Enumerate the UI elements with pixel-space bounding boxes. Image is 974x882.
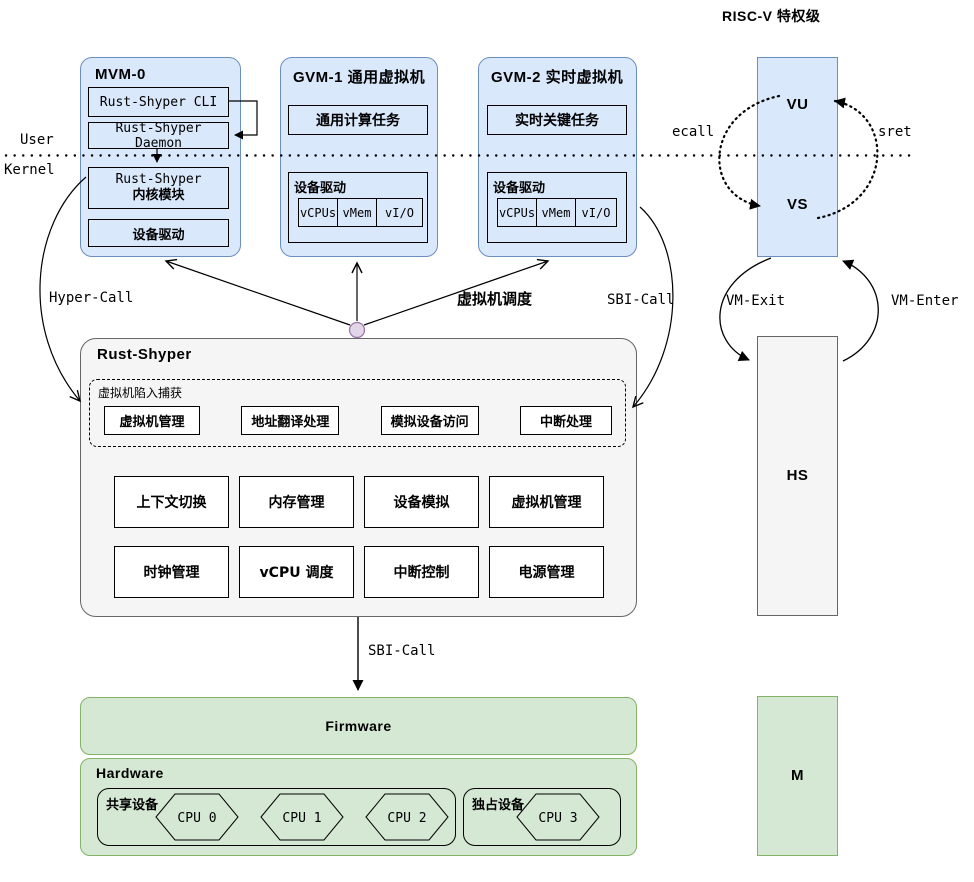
gvm1-vcpus-cell: vCPUs <box>298 198 338 227</box>
trap-capture-title: 虚拟机陷入捕获 <box>98 386 183 400</box>
trap-item-label: 中断处理 <box>539 415 592 430</box>
gvm1-task-label: 通用计算任务 <box>316 113 400 129</box>
mvm0-kernel-line2: 内核模块 <box>132 188 185 203</box>
gvm2-task-label: 实时关键任务 <box>515 113 599 129</box>
sbi-call-right-label: SBI-Call <box>607 292 675 308</box>
cpu1-label: CPU 1 <box>282 811 321 826</box>
cpu2-label: CPU 2 <box>387 811 426 826</box>
trap-item-addr-translate: 地址翻译处理 <box>241 406 340 435</box>
vm-sched-label: 虚拟机调度 <box>457 290 533 308</box>
mvm0-kernel-line1: Rust-Shyper <box>115 171 202 187</box>
mvm0-title: MVM-0 <box>95 66 146 83</box>
module-label: vCPU 调度 <box>259 565 334 581</box>
cpu0-label: CPU 0 <box>177 811 216 826</box>
gvm2-vio-label: vI/O <box>581 205 611 220</box>
gvm2-vcpus-cell: vCPUs <box>497 198 537 227</box>
gvm1-task-box: 通用计算任务 <box>288 105 428 135</box>
gvm1-vio-label: vI/O <box>385 205 414 220</box>
user-label: User <box>20 132 54 148</box>
cpu0-hexagon: CPU 0 <box>155 793 239 841</box>
sched-hub-node <box>348 321 366 339</box>
gvm1-vmem-label: vMem <box>342 205 372 220</box>
module-memory-mgmt: 内存管理 <box>239 476 354 528</box>
trap-item-emu-dev-access: 模拟设备访问 <box>380 406 479 435</box>
sret-label: sret <box>878 124 912 140</box>
hyper-call-label: Hyper-Call <box>49 290 134 306</box>
vu-vs-box: VU VS <box>757 57 838 257</box>
riscv-privilege-title: RISC-V 特权级 <box>722 8 821 24</box>
shared-devices-title: 共享设备 <box>106 798 159 813</box>
vm-enter-arrow <box>842 259 879 362</box>
module-label: 上下文切换 <box>136 495 207 511</box>
gvm2-vcpus-label: vCPUs <box>498 205 536 220</box>
module-device-emu: 设备模拟 <box>364 476 479 528</box>
firmware-label: Firmware <box>325 718 392 734</box>
gvm2-vmem-label: vMem <box>541 205 571 220</box>
vm-enter-label: VM-Enter <box>891 293 959 309</box>
mvm0-driver-label: 设备驱动 <box>132 227 185 243</box>
kernel-label: Kernel <box>4 162 55 178</box>
firmware-box: Firmware <box>80 697 637 755</box>
module-intr-ctrl: 中断控制 <box>364 546 479 598</box>
hardware-title: Hardware <box>96 765 164 781</box>
gvm2-task-box: 实时关键任务 <box>487 105 627 135</box>
module-label: 时钟管理 <box>143 565 200 581</box>
cpu3-label: CPU 3 <box>538 811 577 826</box>
gvm1-vcpus-label: vCPUs <box>299 205 337 220</box>
trap-item-label: 模拟设备访问 <box>390 415 469 430</box>
gvm2-driver-label: 设备驱动 <box>493 181 546 196</box>
hs-box: HS <box>757 336 838 616</box>
vs-label: VS <box>786 196 808 213</box>
mvm0-cli-box: Rust-Shyper CLI <box>88 87 229 117</box>
gvm1-driver-label: 设备驱动 <box>294 181 347 196</box>
sbi-call-down-label: SBI-Call <box>368 643 436 659</box>
module-label: 电源管理 <box>518 565 575 581</box>
hs-label: HS <box>786 467 809 484</box>
trap-item-vm-mgmt: 虚拟机管理 <box>104 406 200 435</box>
module-power-mgmt: 电源管理 <box>489 546 604 598</box>
mvm0-driver-box: 设备驱动 <box>88 219 229 247</box>
module-label: 虚拟机管理 <box>511 495 582 511</box>
trap-capture-box: 虚拟机陷入捕获 虚拟机管理 地址翻译处理 模拟设备访问 中断处理 <box>89 379 626 447</box>
cpu3-hexagon: CPU 3 <box>516 793 600 841</box>
gvm1-vio-cell: vI/O <box>376 198 423 227</box>
module-label: 设备模拟 <box>393 495 450 511</box>
gvm1-title: GVM-1 通用虚拟机 <box>293 69 426 86</box>
gvm1-vmem-cell: vMem <box>337 198 377 227</box>
mvm0-daemon-box: Rust-Shyper Daemon <box>88 120 229 151</box>
vm-exit-label: VM-Exit <box>726 293 786 309</box>
hypervisor-title: Rust-Shyper <box>97 346 192 363</box>
module-grid: 上下文切换 内存管理 设备模拟 虚拟机管理 时钟管理 vCPU 调度 中断控制 … <box>114 476 604 598</box>
module-label: 中断控制 <box>393 565 450 581</box>
trap-item-intr-handle: 中断处理 <box>519 406 612 435</box>
hypervisor-box: Rust-Shyper 虚拟机陷入捕获 虚拟机管理 地址翻译处理 模拟设备访问 … <box>80 338 637 617</box>
exclusive-devices-title: 独占设备 <box>472 798 525 813</box>
m-box: M <box>757 696 838 856</box>
trap-item-label: 虚拟机管理 <box>119 415 185 430</box>
module-vcpu-sched: vCPU 调度 <box>239 546 354 598</box>
trap-item-label: 地址翻译处理 <box>251 415 330 430</box>
vu-label: VU <box>786 96 809 113</box>
mvm0-cli-label: Rust-Shyper CLI <box>99 94 218 110</box>
ecall-label: ecall <box>672 124 715 140</box>
gvm2-vio-cell: vI/O <box>575 198 617 227</box>
module-label: 内存管理 <box>268 495 325 511</box>
sched-to-mvm0-arrow <box>164 258 351 326</box>
mvm0-daemon-label: Rust-Shyper Daemon <box>115 120 202 151</box>
m-label: M <box>791 767 804 784</box>
module-context-switch: 上下文切换 <box>114 476 229 528</box>
module-vm-mgmt: 虚拟机管理 <box>489 476 604 528</box>
trap-row: 虚拟机管理 地址翻译处理 模拟设备访问 中断处理 <box>104 406 612 435</box>
cpu1-hexagon: CPU 1 <box>260 793 344 841</box>
gvm2-title: GVM-2 实时虚拟机 <box>491 69 624 86</box>
gvm2-vmem-cell: vMem <box>536 198 576 227</box>
module-clock-mgmt: 时钟管理 <box>114 546 229 598</box>
cpu2-hexagon: CPU 2 <box>365 793 449 841</box>
mvm0-kernel-box: Rust-Shyper 内核模块 <box>88 167 229 209</box>
